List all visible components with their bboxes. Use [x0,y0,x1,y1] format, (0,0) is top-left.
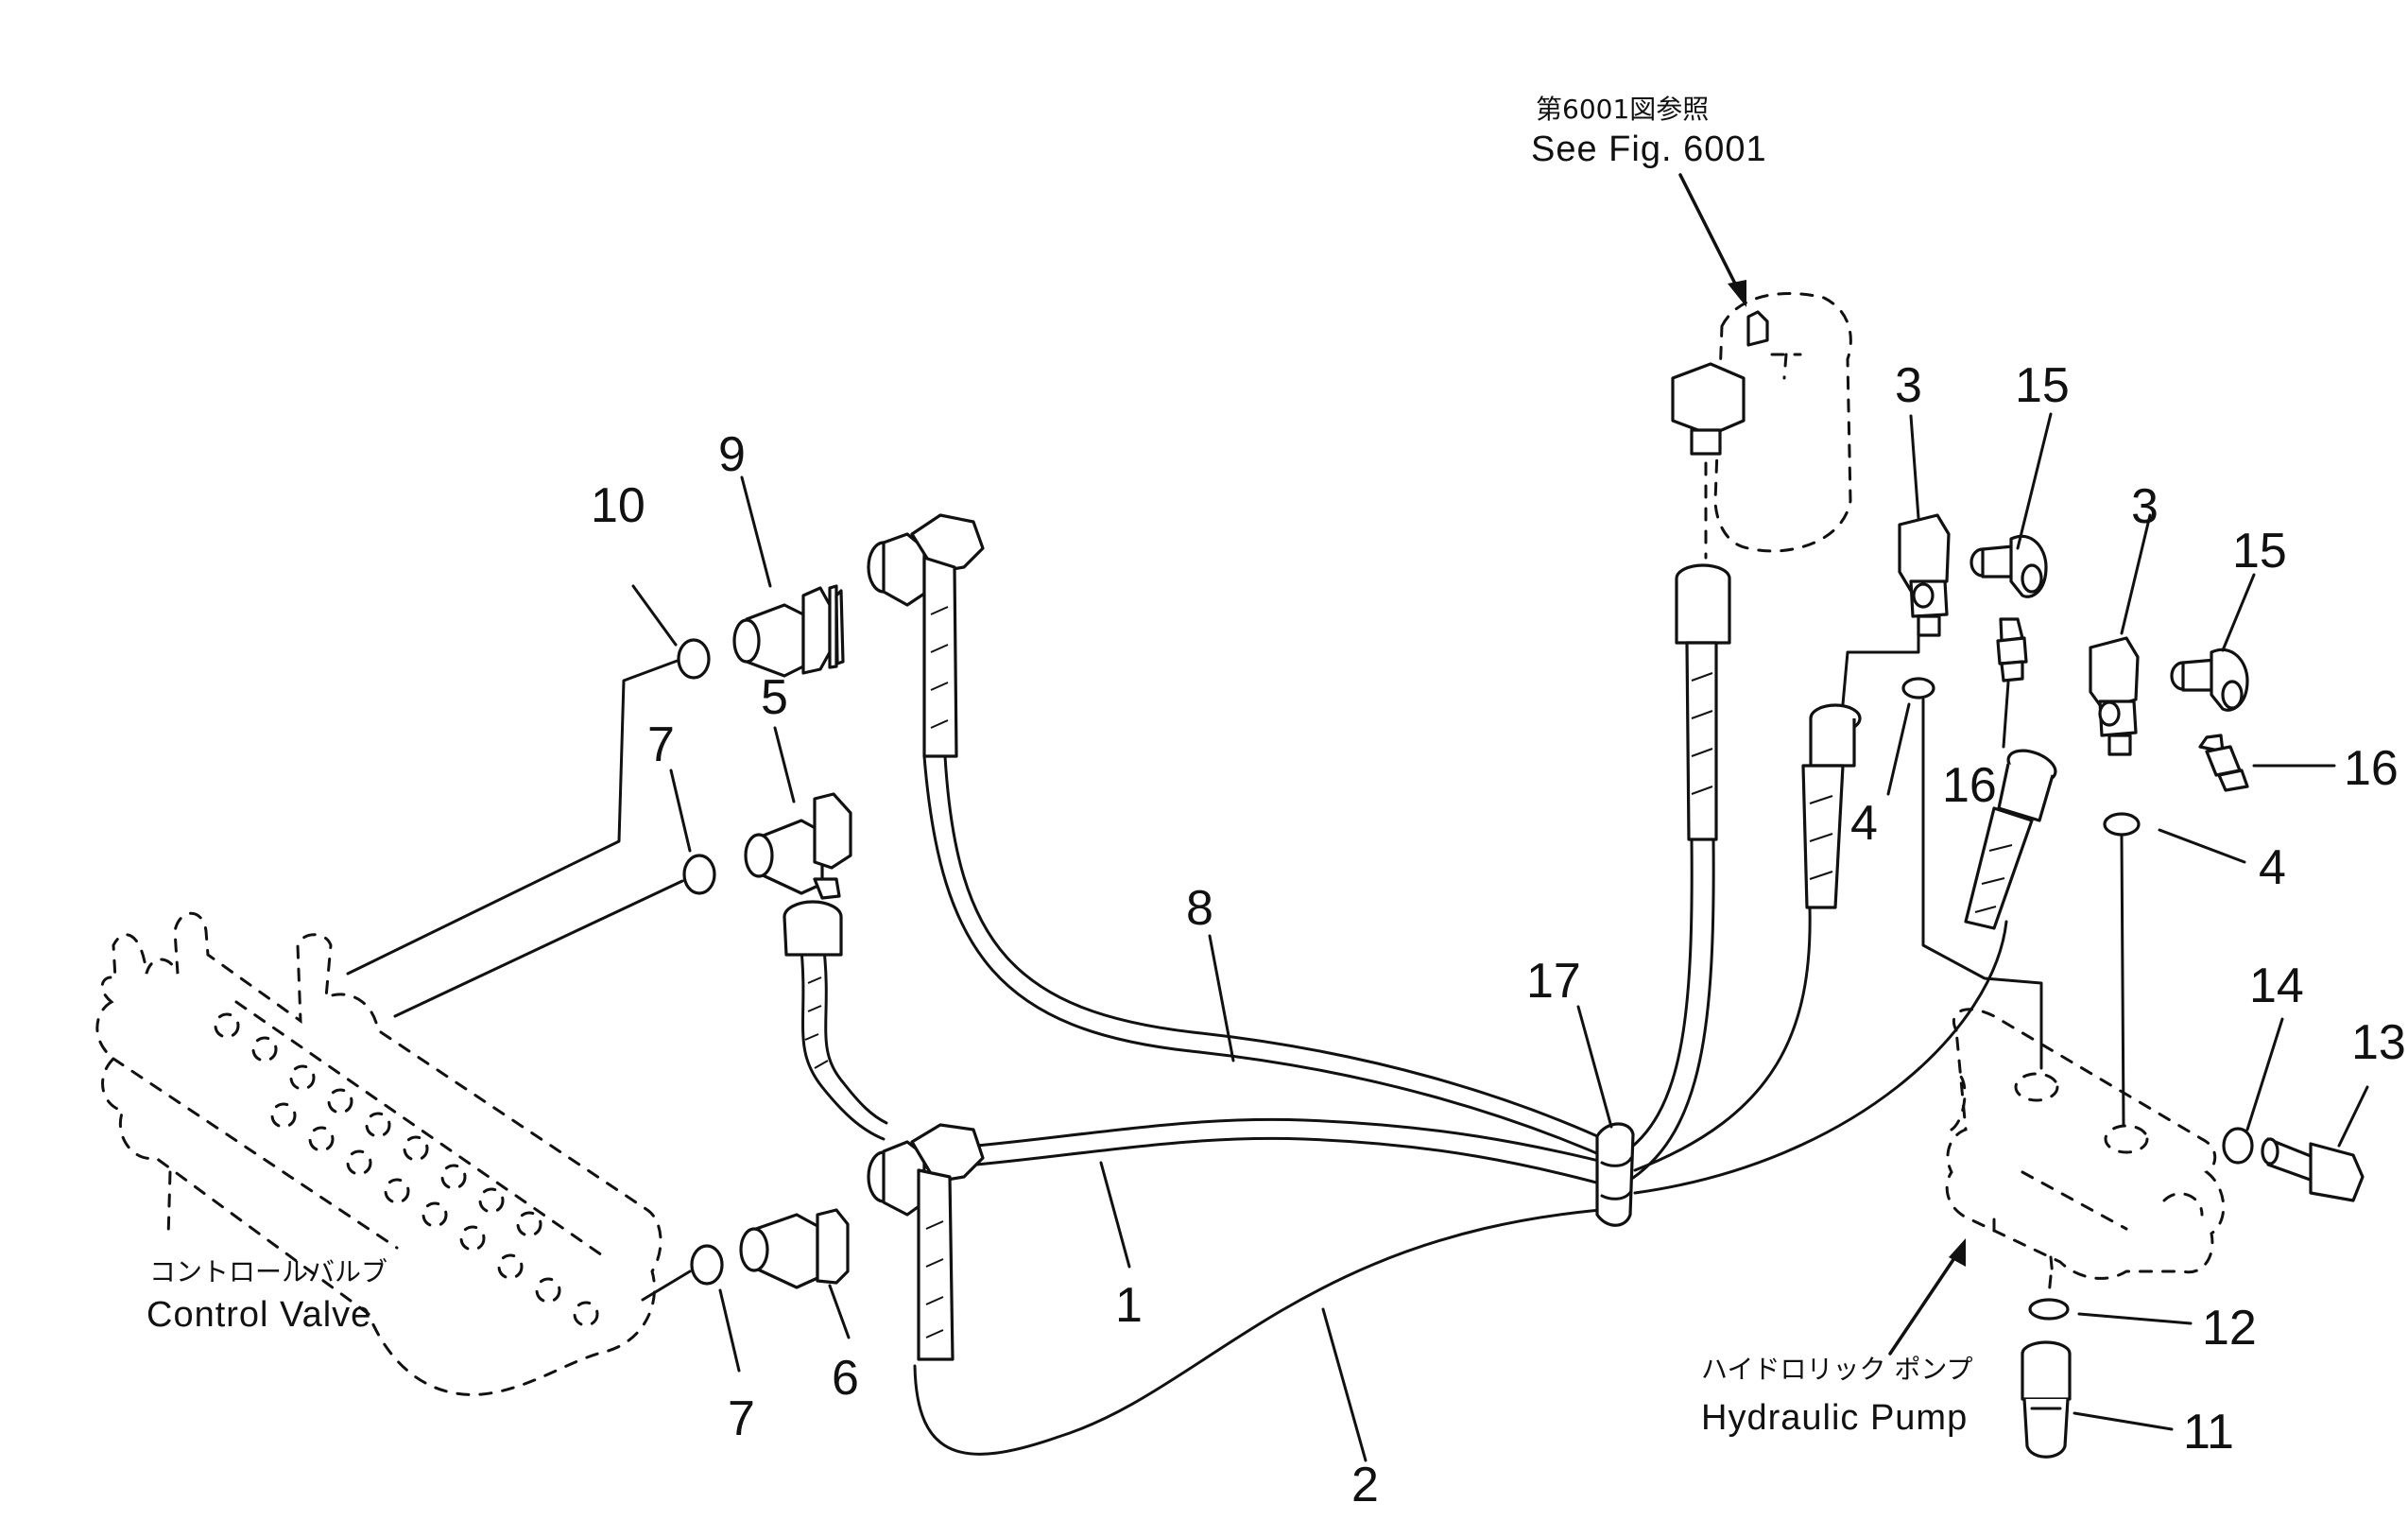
callout-8: 8 [1186,881,1213,936]
callout-7-upper: 7 [647,717,675,772]
plug-11 [2021,1340,2072,1459]
o-ring-4-left [1901,677,1935,700]
hose-end-3a [1801,703,1862,909]
reference-note: 第6001図参照 See Fig. 6001 [1531,94,1767,169]
hose-3a [1633,906,1812,1172]
o-ring-10 [677,638,711,680]
nipple-16-left [1996,617,2028,682]
clamp-17 [1595,1122,1635,1227]
callout-3-left: 3 [1895,358,1922,413]
callout-15-right: 15 [2232,524,2287,579]
hydraulic-pump-body [1945,1008,2226,1280]
o-ring-7-lower [690,1244,724,1286]
callout-11: 11 [2183,1405,2234,1460]
callout-leaders [631,412,2369,1462]
callout-13: 13 [2351,1015,2406,1070]
hose-end-upper [867,513,985,758]
filter-assembly [1671,292,1852,553]
callout-16-left: 16 [1942,758,1997,813]
reference-note-en: See Fig. 6001 [1531,130,1767,169]
hose-3b [1633,920,2008,1195]
callout-1: 1 [1115,1278,1143,1333]
reference-note-jp: 第6001図参照 [1536,94,1709,125]
callout-4-right: 4 [2259,840,2286,895]
o-ring-14 [2222,1127,2254,1165]
callout-17: 17 [1526,954,1581,1009]
connector-6 [739,1208,850,1289]
pump-label-arrow [1888,1238,1966,1356]
callout-7-lower: 7 [728,1391,755,1446]
elbow-15-right [2170,648,2249,712]
o-ring-12 [2028,1298,2070,1321]
o-ring-4-right [2103,812,2141,837]
control-valve-body [95,911,662,1396]
hose-8 [922,754,1616,1163]
hose-end-3b [1964,749,2057,930]
callout-4-left: 4 [1850,796,1878,851]
callout-2: 2 [1351,1458,1379,1512]
callout-3-right: 3 [2131,479,2159,534]
hose-2 [913,1206,1627,1456]
control-valve-label: コントロールバルブ Control Valve [146,1256,387,1335]
hose-end-short [783,900,843,957]
hydraulic-pump-label: ハイドロリック ポンプ Hydraulic Pump [1701,1354,1973,1438]
hose-end-lower [867,1123,985,1361]
callout-15-left: 15 [2015,358,2070,413]
callout-14: 14 [2249,959,2304,1013]
connector-9 [732,584,845,678]
pump-leader-lines [1921,698,2125,1297]
hydraulic-pump-label-en: Hydraulic Pump [1701,1398,1968,1438]
callout-12: 12 [2202,1301,2257,1356]
filter-hose [1619,838,1715,1180]
fitting-3-right [2089,636,2140,756]
o-ring-7-upper [682,854,716,895]
elbow-15-left [1969,534,2048,598]
filter-hose-fitting [1675,461,1731,841]
callout-16-right: 16 [2344,741,2399,796]
control-valve-label-jp: コントロールバルブ [149,1256,387,1287]
reference-arrow [1678,173,1746,307]
callout-5: 5 [761,670,788,725]
callout-6: 6 [832,1351,859,1406]
nipple-16-right [2198,734,2249,792]
callout-10: 10 [591,478,645,533]
hose-short-5 [800,948,888,1141]
callout-9: 9 [718,427,746,482]
control-valve-spools [214,1012,599,1327]
fitting-3-left [1841,513,1951,706]
hose-1 [943,1117,1616,1189]
bolt-13 [2261,1137,2365,1202]
elbow-5 [744,792,852,900]
control-valve-label-en: Control Valve [146,1295,371,1335]
hydraulic-pump-label-jp: ハイドロリック ポンプ [1701,1354,1973,1385]
callout-numbers: 1 2 3 3 4 4 5 6 7 7 8 9 10 11 12 13 14 1… [591,358,2406,1512]
